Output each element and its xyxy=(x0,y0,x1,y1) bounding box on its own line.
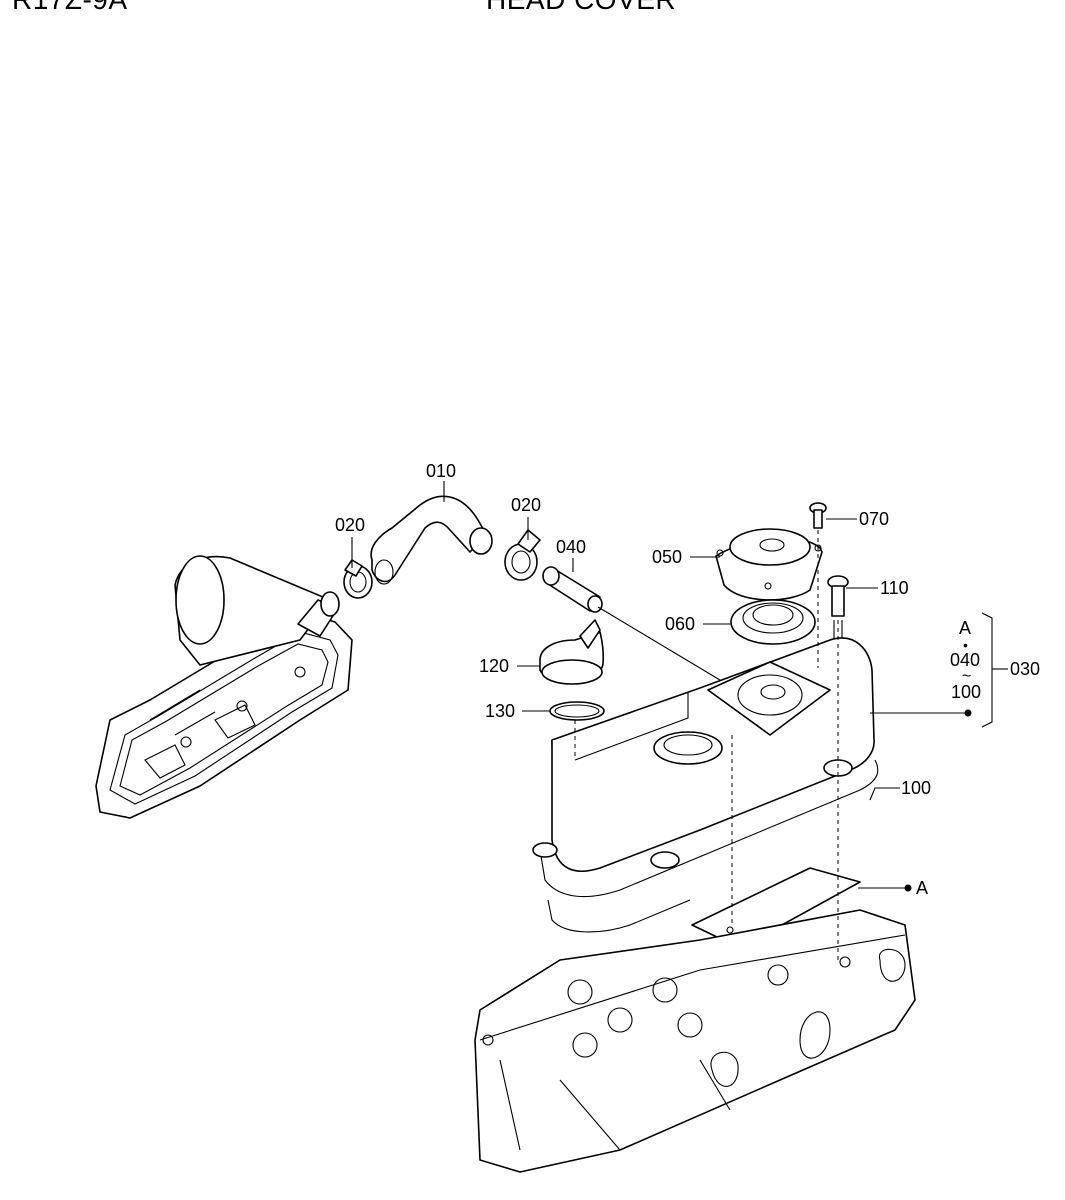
hose-clamp-right xyxy=(504,529,541,581)
breather-hose-010 xyxy=(370,495,493,585)
group-dot: • xyxy=(963,637,968,653)
pipe-040 xyxy=(542,566,603,613)
callout-130: 130 xyxy=(485,701,515,721)
callout-030: 030 xyxy=(1010,659,1040,679)
page-title: HEAD COVER xyxy=(486,0,676,16)
oil-filler-cap-120 xyxy=(539,619,605,685)
group-bracket: A • 040 ~ 100 xyxy=(950,618,981,702)
breather-cover-050 xyxy=(715,528,823,601)
callout-070: 070 xyxy=(859,509,889,529)
callout-100: 100 xyxy=(901,778,931,798)
model-number: R17Z-9A xyxy=(12,0,128,16)
head-cover xyxy=(532,637,879,933)
callout-010: 010 xyxy=(426,461,456,481)
group-range-end: 100 xyxy=(951,682,981,702)
group-range-start: 040 xyxy=(950,650,980,670)
breather-valve-060 xyxy=(730,599,816,645)
breather-housing xyxy=(95,555,353,819)
callout-060: 060 xyxy=(665,614,695,634)
leader-lines xyxy=(351,481,1008,892)
bolt-070 xyxy=(809,502,827,529)
callout-labels: 010 020 020 040 050 060 070 110 120 130 … xyxy=(335,461,1040,898)
callout-050: 050 xyxy=(652,547,682,567)
group-tilde: ~ xyxy=(962,668,971,685)
assembly-lines xyxy=(574,530,839,960)
callout-040: 040 xyxy=(556,537,586,557)
group-ref-a: A xyxy=(959,618,971,638)
callout-020-left: 020 xyxy=(335,515,365,535)
callout-110: 110 xyxy=(880,578,909,598)
hose-clamp-left xyxy=(343,559,373,599)
o-ring-130 xyxy=(549,701,605,721)
callout-020-right: 020 xyxy=(511,495,541,515)
bolt-110 xyxy=(827,575,849,760)
callout-120: 120 xyxy=(479,656,509,676)
callout-ref-a: A xyxy=(916,878,928,898)
cylinder-head xyxy=(474,909,916,1173)
